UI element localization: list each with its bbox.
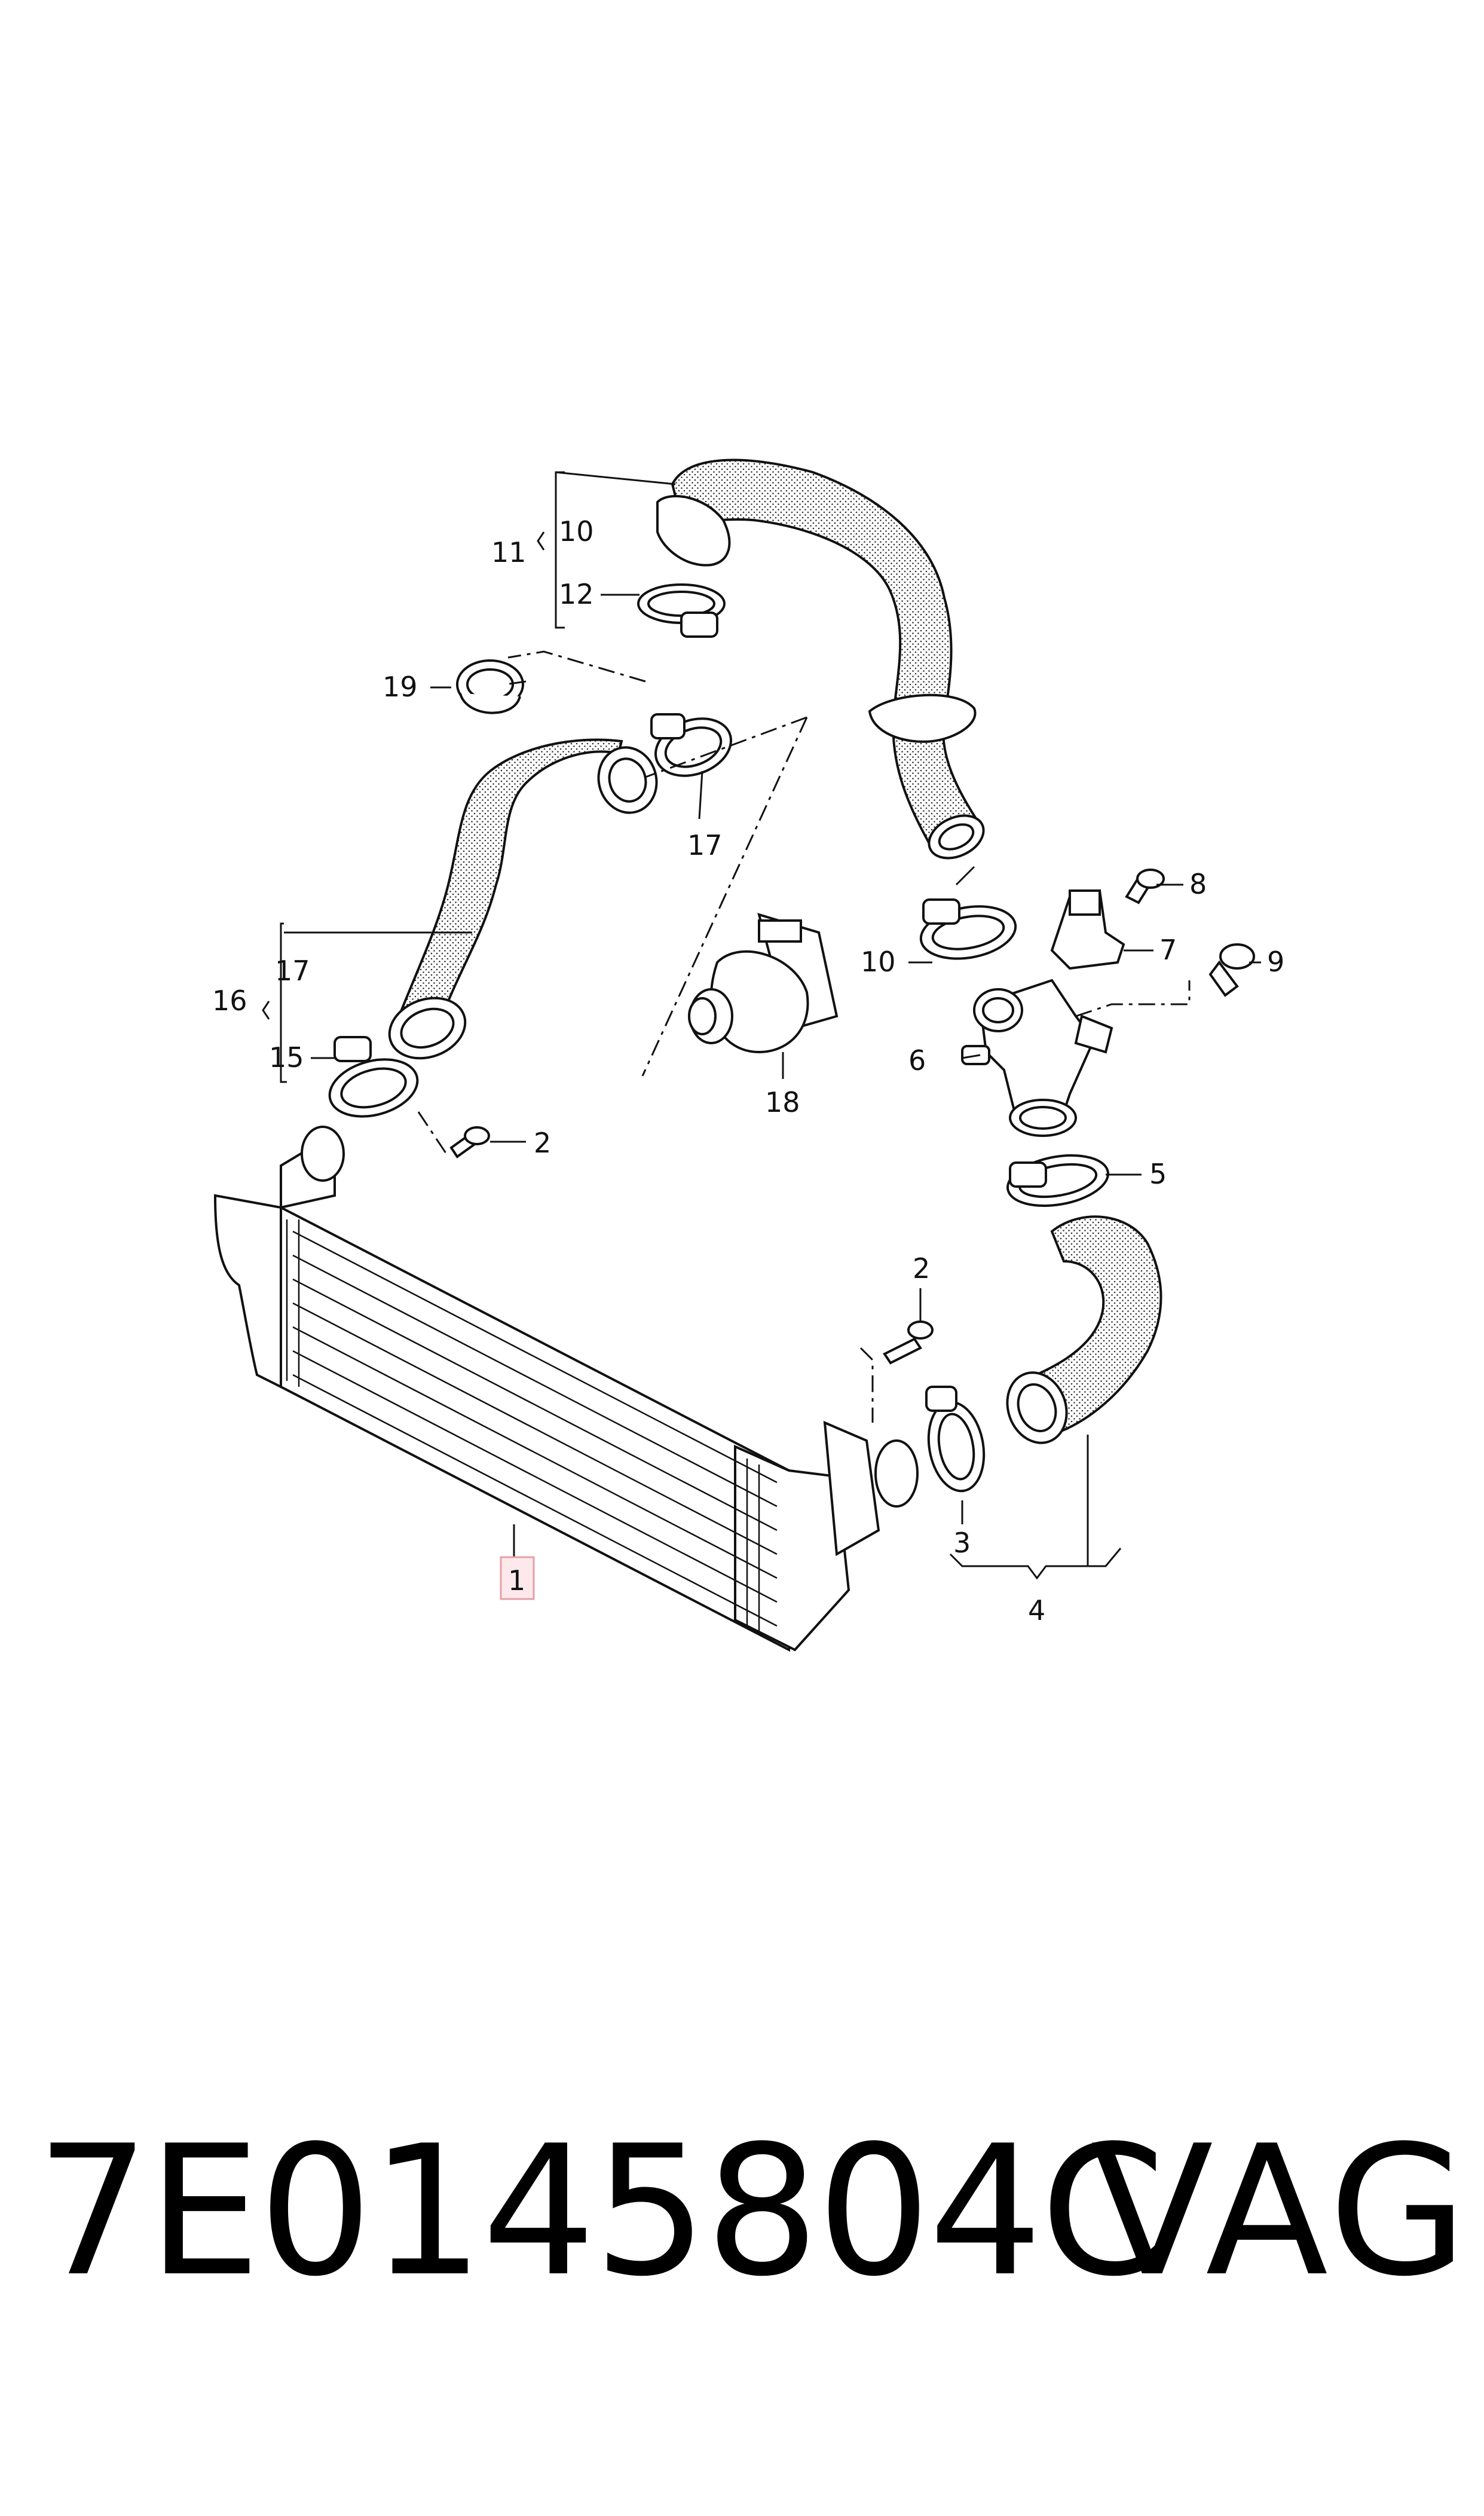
brand-label: VAG xyxy=(1091,2107,1471,2316)
hose-clamp-3 xyxy=(925,1386,986,1493)
sealing-plug-19 xyxy=(456,659,524,714)
callout-2-left[interactable]: 2 xyxy=(534,1127,551,1159)
callout-16[interactable]: 16 xyxy=(212,985,247,1017)
bolt-8 xyxy=(1125,869,1165,904)
callout-7[interactable]: 7 xyxy=(1159,934,1177,966)
callout-17-upper[interactable]: 17 xyxy=(687,829,723,861)
part-number: 7E0145804C xyxy=(36,2107,1165,2316)
upper-charge-air-hose xyxy=(656,458,985,860)
callout-1[interactable]: 1 xyxy=(508,1564,525,1597)
part-18-detail xyxy=(641,716,839,1077)
callout-5[interactable]: 5 xyxy=(1149,1158,1167,1190)
left-charge-air-hose xyxy=(388,738,658,1060)
intercooler xyxy=(213,1126,919,1652)
callout-labels: 1 2 2 3 4 5 6 7 8 9 10 10 11 12 15 16 17… xyxy=(212,515,1284,1627)
hose-clamp-12 xyxy=(637,583,726,638)
callout-10-right[interactable]: 10 xyxy=(861,946,896,978)
callout-3[interactable]: 3 xyxy=(953,1527,971,1559)
hose-clamp-10-right xyxy=(919,898,1017,960)
callout-15[interactable]: 15 xyxy=(269,1041,304,1074)
footer: 7E0145804C VAG xyxy=(0,2104,1484,2343)
callout-6[interactable]: 6 xyxy=(908,1044,926,1077)
hose-clamp-15 xyxy=(328,1036,419,1118)
exploded-parts-diagram: 1 2 2 3 4 5 6 7 8 9 10 10 11 12 15 16 17… xyxy=(212,458,1284,1652)
sensor-7 xyxy=(1050,889,1125,970)
hose-clamp-17-upper xyxy=(650,713,732,777)
callout-10-upper[interactable]: 10 xyxy=(559,515,594,548)
callout-1-highlight xyxy=(500,1556,535,1600)
hose-clamp-5 xyxy=(1006,1154,1109,1207)
callout-18[interactable]: 18 xyxy=(765,1086,800,1118)
callout-4[interactable]: 4 xyxy=(1028,1594,1045,1627)
callout-19[interactable]: 19 xyxy=(383,671,418,703)
bolt-2-left xyxy=(449,1126,490,1158)
callout-8[interactable]: 8 xyxy=(1189,868,1207,900)
leader-lines xyxy=(280,471,1261,1580)
callout-2-right[interactable]: 2 xyxy=(913,1252,930,1285)
clip-9 xyxy=(1208,943,1255,997)
callout-11[interactable]: 11 xyxy=(491,536,527,568)
callout-17-left[interactable]: 17 xyxy=(275,955,310,987)
callout-9[interactable]: 9 xyxy=(1267,946,1284,978)
connection-pipe-6 xyxy=(961,979,1113,1137)
lower-charge-air-hose xyxy=(1006,1215,1162,1444)
callout-12[interactable]: 12 xyxy=(559,578,594,610)
bolt-2-right xyxy=(883,1320,934,1365)
